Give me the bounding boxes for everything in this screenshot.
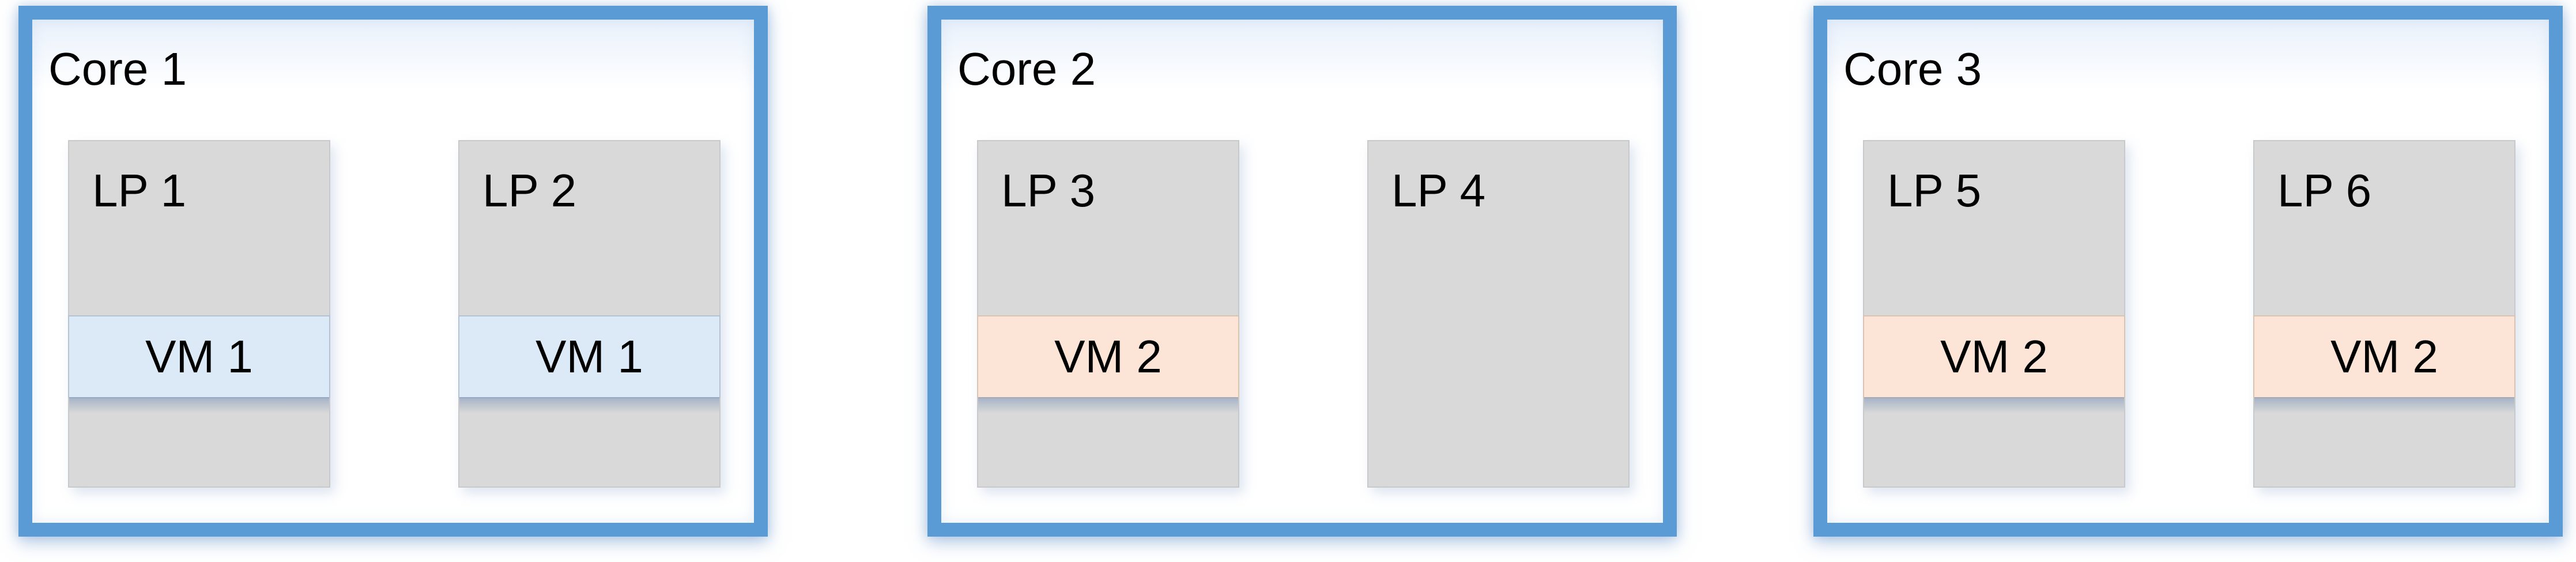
lp-3-vm-label: VM 2 (1054, 331, 1162, 382)
core-1-title: Core 1 (48, 43, 187, 95)
lp-5-box: LP 5 VM 2 (1863, 140, 2125, 488)
core-3-box: Core 3 LP 5 VM 2 LP 6 VM 2 (1813, 6, 2563, 537)
lp-1-vm-band: VM 1 (68, 315, 330, 413)
lp-1-box: LP 1 VM 1 (68, 140, 330, 488)
core-2-box: Core 2 LP 3 VM 2 LP 4 (927, 6, 1677, 537)
lp-2-vm-band: VM 1 (458, 315, 721, 413)
lp-3-vm-band: VM 2 (977, 315, 1239, 413)
core-3-lp-row: LP 5 VM 2 LP 6 VM 2 (1863, 140, 2515, 488)
lp-4-label: LP 4 (1391, 165, 1486, 216)
core-2-lp-row: LP 3 VM 2 LP 4 (977, 140, 1630, 488)
lp-4-box: LP 4 (1367, 140, 1630, 488)
lp-1-vm-label: VM 1 (145, 331, 253, 382)
lp-6-label: LP 6 (2277, 165, 2372, 216)
lp-6-vm-band: VM 2 (2253, 315, 2515, 413)
core-3-title: Core 3 (1843, 43, 1982, 95)
lp-3-label: LP 3 (1001, 165, 1096, 216)
lp-1-label: LP 1 (92, 165, 187, 216)
lp-5-label: LP 5 (1887, 165, 1982, 216)
lp-2-box: LP 2 VM 1 (458, 140, 721, 488)
lp-2-label: LP 2 (482, 165, 577, 216)
core-2-title: Core 2 (957, 43, 1096, 95)
lp-6-box: LP 6 VM 2 (2253, 140, 2515, 488)
core-1-lp-row: LP 1 VM 1 LP 2 VM 1 (68, 140, 721, 488)
lp-5-vm-label: VM 2 (1940, 331, 2048, 382)
core-1-box: Core 1 LP 1 VM 1 LP 2 VM 1 (18, 6, 768, 537)
lp-2-vm-label: VM 1 (535, 331, 643, 382)
lp-5-vm-band: VM 2 (1863, 315, 2125, 413)
lp-3-box: LP 3 VM 2 (977, 140, 1239, 488)
lp-6-vm-label: VM 2 (2330, 331, 2438, 382)
